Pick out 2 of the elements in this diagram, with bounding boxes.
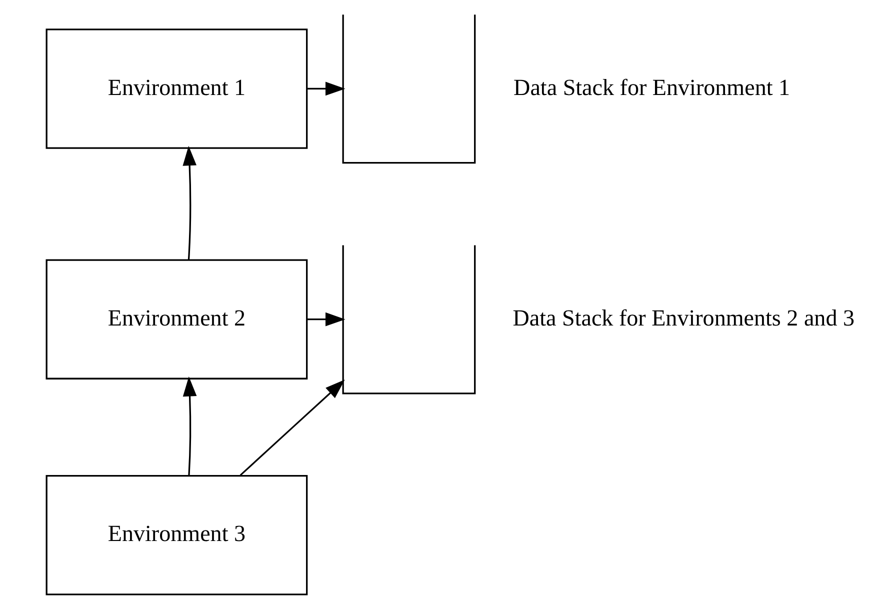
node-label: Data Stack for Environment 1 xyxy=(513,74,790,100)
node-label: Data Stack for Environments 2 and 3 xyxy=(512,304,854,330)
